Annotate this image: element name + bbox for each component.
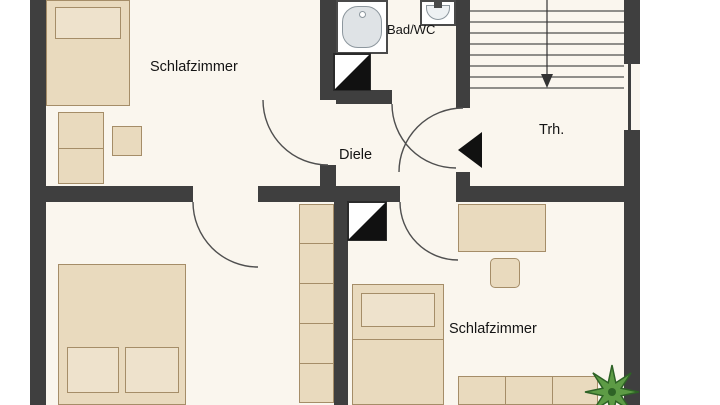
wardrobe-stack	[299, 204, 334, 403]
wardrobe-divider	[299, 283, 334, 284]
bed-pillow	[361, 293, 435, 327]
bathtub-drain	[358, 11, 366, 18]
room-label-hall: Diele	[339, 147, 373, 163]
wardrobe-divider	[299, 323, 334, 324]
blanket-line	[352, 339, 444, 340]
window-right	[628, 64, 631, 130]
wall-bottom-divider	[334, 202, 348, 405]
wall-middle-center	[258, 186, 400, 202]
wall-middle-right	[458, 186, 624, 202]
sideboard-divider	[552, 376, 553, 405]
wall-bedroom1-east-upper	[320, 0, 336, 100]
wardrobe-divider	[299, 363, 334, 364]
bed-pillow-left	[67, 347, 119, 393]
room-label-bath: Bad/WC	[387, 22, 436, 37]
wardrobe-divider	[299, 243, 334, 244]
sideboard-divider	[505, 376, 506, 405]
wall-right-upper	[624, 0, 640, 64]
room-label-bedroom-bottom: Schlafzimmer	[449, 321, 537, 337]
stool	[112, 126, 142, 156]
wall-right-lower	[624, 130, 640, 405]
wall-stairwell-west-upper	[456, 0, 470, 108]
wall-middle-left	[46, 186, 193, 202]
room-label-stairwell: Trh.	[539, 122, 565, 138]
sideboard	[458, 376, 598, 405]
dresser-divider	[58, 148, 104, 149]
desk	[458, 204, 546, 252]
bed-pillow	[55, 7, 121, 39]
dresser	[58, 112, 104, 184]
sink	[420, 0, 456, 26]
chair	[490, 258, 520, 288]
sink-faucet-icon	[434, 2, 442, 8]
bed-bottom-left	[58, 264, 186, 405]
wall-left	[30, 0, 46, 405]
wall-bath-south	[336, 90, 392, 104]
bed-top-left	[46, 0, 130, 106]
room-label-bedroom-top: Schlafzimmer	[150, 59, 238, 75]
bathtub	[336, 0, 388, 54]
bed-pillow-right	[125, 347, 179, 393]
bed-bottom-right	[352, 284, 444, 405]
